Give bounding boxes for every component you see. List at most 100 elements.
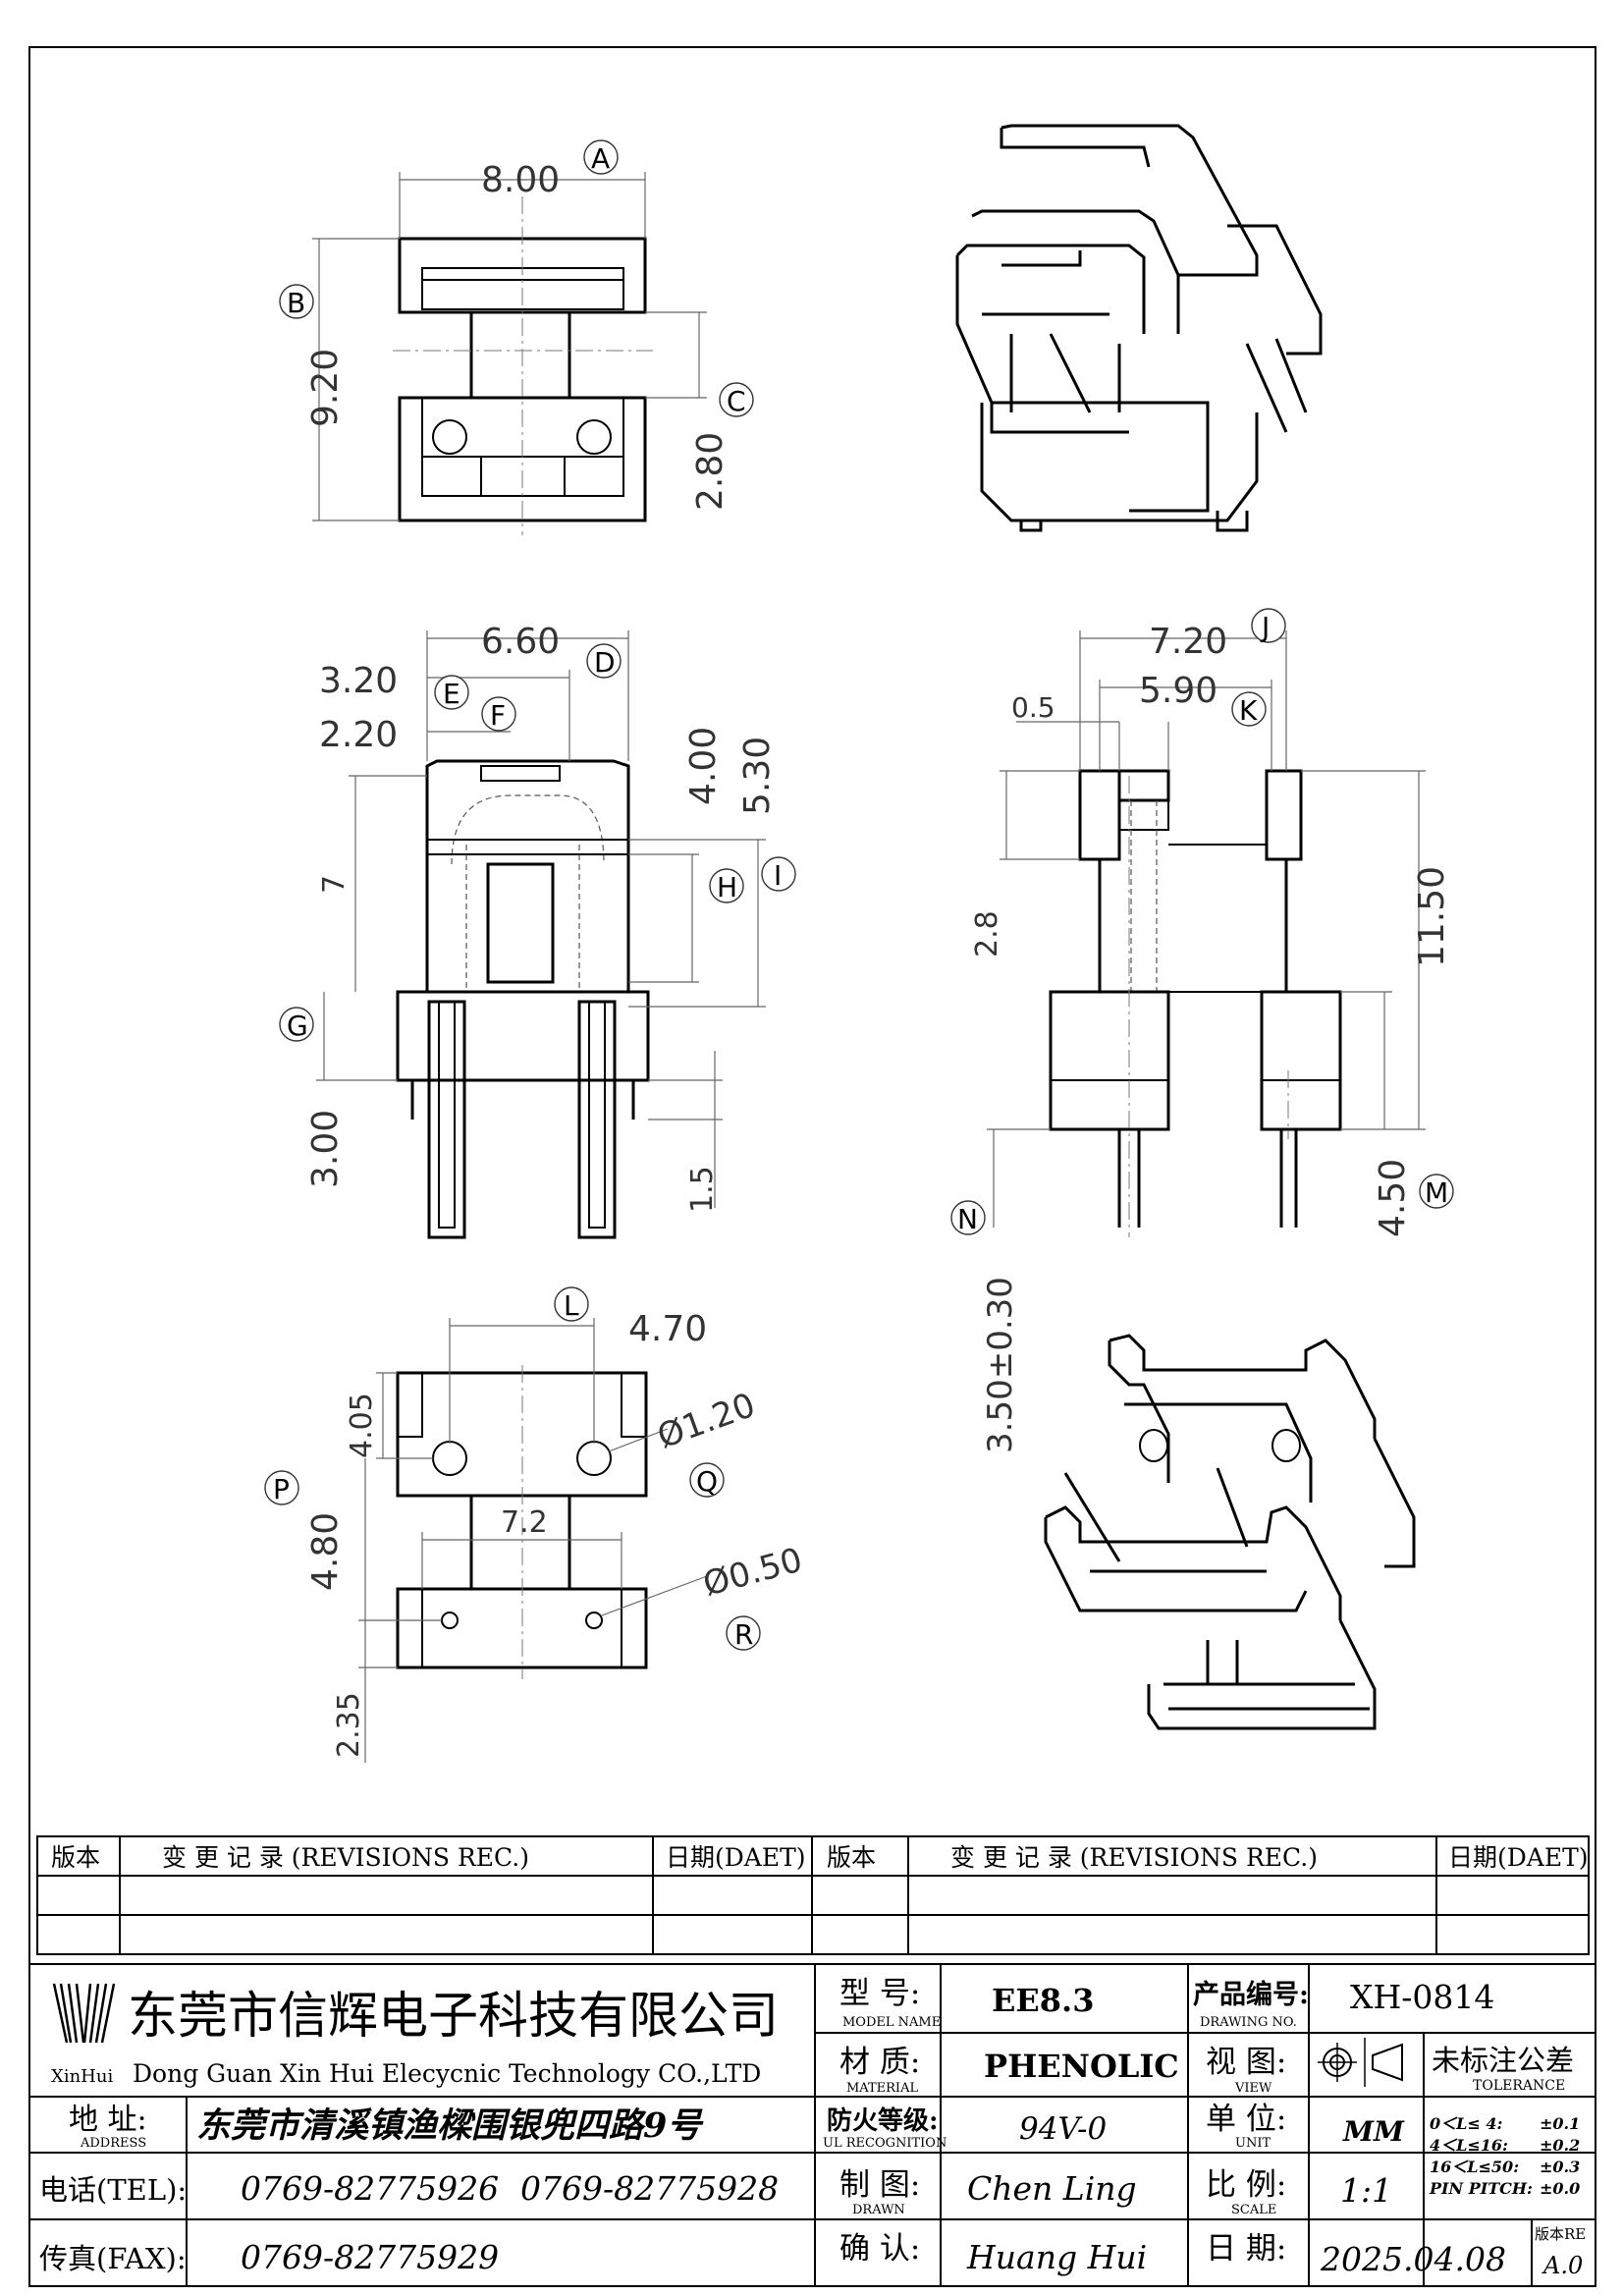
dim-side-590: 5.90 (1139, 671, 1217, 711)
balloon-n: N (950, 1200, 986, 1235)
material-value: PHENOLIC (984, 2048, 1179, 2085)
balloon-l: L (554, 1286, 589, 1322)
dim-front-7: 7 (317, 875, 352, 894)
balloon-f: F (481, 696, 516, 732)
view-label: 视 图: (1206, 2045, 1286, 2080)
tel-value-1: 0769-82775926 (241, 2169, 499, 2208)
svg-text:L: L (564, 1289, 579, 1322)
ul-label: 防火等级: (827, 2105, 939, 2136)
svg-text:R: R (734, 1618, 753, 1651)
dim-side-720: 7.20 (1149, 622, 1227, 662)
svg-text:G: G (287, 1010, 308, 1042)
balloon-k: K (1231, 691, 1267, 727)
dim-front-15: 1.5 (685, 1166, 720, 1213)
balloon-e: E (434, 675, 469, 710)
drawing-no-label-en: DRAWING NO. (1200, 2015, 1297, 2030)
dim-top-width: 8.00 (481, 160, 560, 200)
confirm-label: 确 认: (839, 2231, 920, 2267)
model-value: EE8.3 (992, 1982, 1094, 2019)
company-name-en: Dong Guan Xin Hui Elecycnic Technology C… (133, 2059, 761, 2088)
version-label: 版本RE (1535, 2225, 1586, 2243)
tel-label: 电话(TEL): (39, 2173, 187, 2207)
svg-text:B: B (287, 287, 305, 319)
svg-text:N: N (957, 1203, 978, 1235)
dim-side-1150: 11.50 (1412, 866, 1452, 967)
bottom-view: 4.70 4.05 Ø1.20 7.2 4.80 Ø0.50 2.35 (305, 1309, 806, 1763)
balloon-c: C (719, 382, 754, 417)
balloon-r: R (726, 1615, 761, 1651)
unit-value: MM (1342, 2115, 1405, 2148)
tolerance-value: ±0.0 (1540, 2179, 1580, 2198)
dim-front-slot: 2.20 (319, 715, 398, 755)
address-value: 东莞市清溪镇渔樑围银兜四路9号 (196, 2105, 704, 2146)
model-label-en: MODEL NAME (842, 2015, 941, 2030)
tolerance-value: ±0.1 (1540, 2114, 1580, 2133)
fax-label: 传真(FAX): (39, 2242, 187, 2275)
scale-label-en: SCALE (1231, 2203, 1276, 2217)
svg-text:J: J (1260, 611, 1270, 643)
svg-text:K: K (1239, 694, 1258, 727)
svg-text:I: I (774, 859, 782, 892)
drawn-label: 制 图: (839, 2167, 920, 2203)
svg-text:E: E (443, 678, 460, 710)
rev-header-record-right: 变 更 记 录 (REVISIONS REC.) (950, 1843, 1318, 1872)
dim-bot-120: Ø1.20 (652, 1386, 760, 1457)
dim-side-350: 3.50±0.30 (981, 1277, 1020, 1453)
balloon-d: D (586, 643, 622, 679)
svg-text:H: H (717, 871, 737, 903)
tolerance-range: 16＜L≤50: (1430, 2158, 1519, 2176)
balloons: A B C D E F G H I J K L M N P Q R (264, 139, 1454, 1651)
ul-label-en: UL RECOGNITION (823, 2136, 947, 2151)
revisions-table: 版本 变 更 记 录 (REVISIONS REC.) 日期(DAET) 版本 … (36, 1835, 1590, 1955)
date-label: 日 期: (1206, 2231, 1286, 2267)
balloon-i: I (761, 856, 796, 892)
rev-header-date-right: 日期(DAET) (1448, 1843, 1589, 1872)
rev-header-version-left: 版本 (51, 1843, 100, 1872)
svg-text:D: D (594, 646, 616, 679)
tolerance-value: ±0.3 (1540, 2158, 1580, 2176)
balloon-m: M (1419, 1174, 1454, 1209)
address-label: 地 址: (69, 2103, 147, 2137)
balloon-j: J (1251, 608, 1286, 643)
drawn-value: Chen Ling (967, 2169, 1137, 2208)
balloon-g: G (279, 1007, 314, 1042)
iso-view-bottom (1044, 1334, 1416, 1730)
balloon-h: H (709, 868, 744, 903)
dim-bot-050: Ø0.50 (699, 1541, 806, 1605)
balloon-p: P (264, 1470, 299, 1505)
dim-bot-405: 4.05 (345, 1393, 379, 1458)
view-label-en: VIEW (1234, 2081, 1272, 2096)
drawing-no-value: XH-0814 (1350, 1978, 1494, 2016)
dim-bot-235: 2.35 (332, 1692, 366, 1758)
scale-value: 1:1 (1340, 2171, 1392, 2210)
top-view: 8.00 9.20 2.80 (305, 160, 730, 535)
rev-header-date-left: 日期(DAET) (666, 1843, 806, 1872)
confirm-value: Huang Hui (966, 2238, 1147, 2276)
dim-front-h1: 4.00 (683, 727, 724, 805)
svg-text:Q: Q (696, 1465, 718, 1498)
svg-text:A: A (591, 142, 610, 175)
dim-top-gap: 2.80 (690, 432, 730, 511)
unit-label-en: UNIT (1235, 2136, 1271, 2151)
front-view: 6.60 3.20 2.20 7 4.00 5.30 3.00 1.5 (305, 622, 778, 1239)
tolerance-title-en: TOLERANCE (1473, 2078, 1565, 2094)
dim-front-300: 3.00 (305, 1110, 346, 1188)
svg-text:P: P (273, 1473, 290, 1505)
dim-top-height: 9.20 (305, 349, 346, 427)
side-view: 7.20 5.90 0.5 2.8 11.50 4.50 3.50±0.30 (970, 622, 1452, 1453)
material-label-en: MATERIAL (846, 2081, 918, 2096)
fax-value: 0769-82775929 (241, 2238, 499, 2276)
dim-front-h2: 5.30 (737, 737, 778, 815)
rev-header-version-right: 版本 (827, 1843, 876, 1872)
scale-label: 比 例: (1206, 2167, 1286, 2203)
rev-header-record-left: 变 更 记 录 (REVISIONS REC.) (162, 1843, 529, 1872)
dim-side-450: 4.50 (1373, 1159, 1413, 1237)
iso-view-top (955, 124, 1323, 532)
svg-text:C: C (727, 385, 746, 417)
company-name-cn: 东莞市信辉电子科技有限公司 (128, 1988, 779, 2046)
tolerance-range: PIN PITCH: (1429, 2179, 1533, 2198)
dim-side-05: 0.5 (1011, 691, 1055, 724)
dim-bot-72: 7.2 (501, 1505, 548, 1540)
balloon-a: A (583, 139, 619, 175)
